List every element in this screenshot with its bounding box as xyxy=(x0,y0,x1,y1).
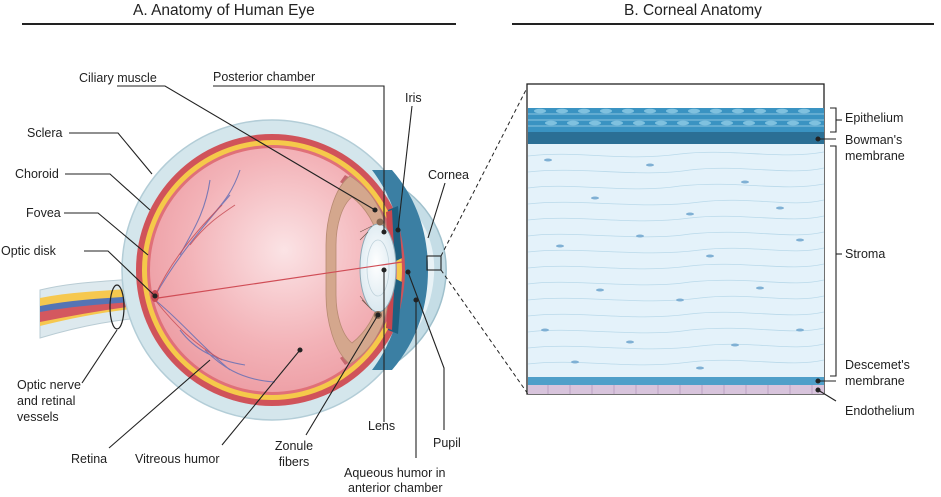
label-zonule-2: fibers xyxy=(278,455,310,469)
label-aqueous-1: Aqueous humor in xyxy=(344,466,446,480)
label-pupil: Pupil xyxy=(433,436,461,450)
label-bowman-1: Bowman's xyxy=(845,133,903,147)
label-endothelium: Endothelium xyxy=(845,404,915,418)
label-retina: Retina xyxy=(71,452,108,466)
leader-lines-a xyxy=(64,85,446,458)
label-fovea: Fovea xyxy=(26,206,61,220)
label-lens: Lens xyxy=(368,419,396,433)
panel-b-title-rule xyxy=(512,23,934,25)
label-vitreous-humor: Vitreous humor xyxy=(135,452,220,466)
label-iris: Iris xyxy=(405,91,422,105)
eye-globe xyxy=(109,119,447,421)
label-sclera: Sclera xyxy=(27,126,63,140)
label-posterior-chamber: Posterior chamber xyxy=(213,70,316,84)
label-optic-disk: Optic disk xyxy=(1,244,56,258)
label-bowman-2: membrane xyxy=(845,149,905,163)
label-aqueous-2: anterior chamber xyxy=(348,481,443,495)
label-descemet-1: Descemet's xyxy=(845,358,910,372)
label-optic-nerve-1: Optic nerve xyxy=(17,378,81,392)
label-choroid: Choroid xyxy=(15,167,59,181)
panel-a-title-rule xyxy=(22,23,456,25)
label-stroma: Stroma xyxy=(845,247,886,261)
label-epithelium: Epithelium xyxy=(845,111,904,125)
cornea-zoom-box xyxy=(426,255,442,271)
label-zonule-1: Zonule xyxy=(274,439,314,453)
leader-lines-b xyxy=(815,107,842,402)
label-cornea: Cornea xyxy=(428,168,469,182)
label-ciliary-muscle: Ciliary muscle xyxy=(79,71,157,85)
panel-b-title: B. Corneal Anatomy xyxy=(624,2,762,19)
label-descemet-2: membrane xyxy=(845,374,905,388)
panel-a-title: A. Anatomy of Human Eye xyxy=(133,2,315,19)
label-optic-nerve-2: and retinal xyxy=(17,394,76,408)
label-optic-nerve-3: vessels xyxy=(17,410,59,424)
cornea-layers xyxy=(526,83,825,395)
